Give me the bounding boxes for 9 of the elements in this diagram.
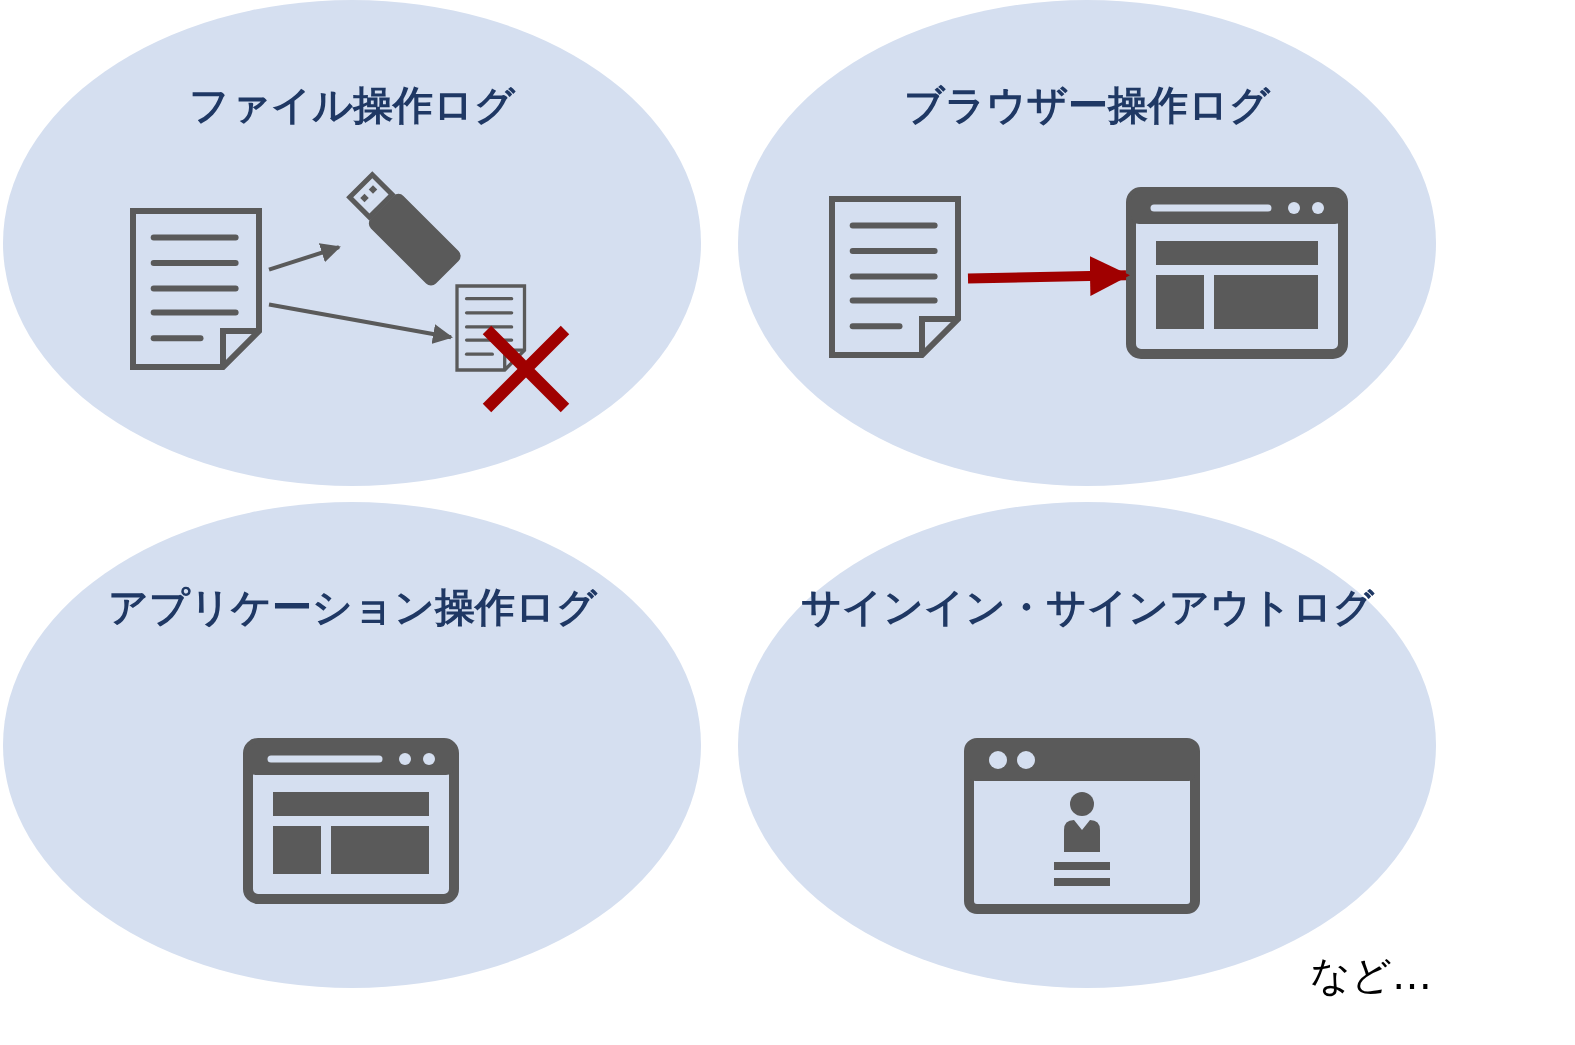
category-heading: ファイル操作ログ: [188, 81, 517, 130]
category-heading: サインイン・サインアウトログ: [799, 583, 1376, 632]
arrow: [967, 256, 1130, 297]
category-heading: ブラウザー操作ログ: [903, 81, 1272, 130]
browser-window-icon: [1126, 187, 1348, 359]
arrow: [268, 302, 453, 344]
category-heading: アプリケーション操作ログ: [106, 583, 599, 632]
arrow: [268, 243, 341, 272]
note-text: など…: [1310, 951, 1432, 1000]
